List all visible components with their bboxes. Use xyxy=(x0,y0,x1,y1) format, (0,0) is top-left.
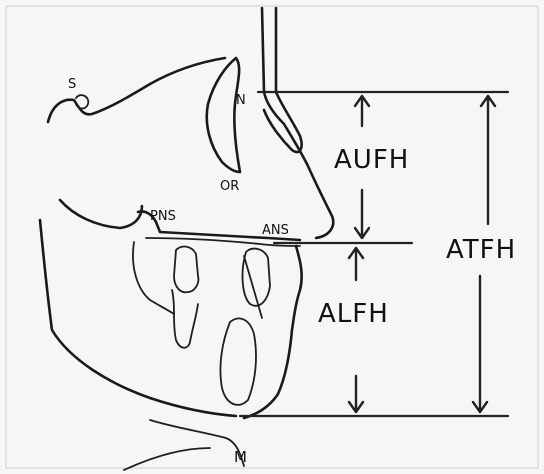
aufh-arrow-down xyxy=(355,190,369,238)
nasal-profile xyxy=(262,8,333,238)
chin-lower-soft-tissue xyxy=(150,420,244,466)
label-aufh: AUFH xyxy=(334,145,409,175)
incisor-axis xyxy=(244,256,262,318)
landmark-m: M xyxy=(234,448,247,466)
label-alfh: ALFH xyxy=(318,299,389,329)
aufh-arrow-up xyxy=(355,96,369,126)
atfh-arrow-down xyxy=(473,276,487,412)
mandible-lower-border xyxy=(40,220,236,416)
alfh-arrow-down xyxy=(349,376,363,412)
orbit-outline xyxy=(207,58,240,172)
ramus-top xyxy=(60,200,142,228)
atfh-arrow-up xyxy=(481,96,495,224)
sella-outline xyxy=(76,95,88,108)
nasal-bone-inner xyxy=(264,8,302,152)
landmark-pns: PNS xyxy=(150,209,176,224)
landmark-s: S xyxy=(68,77,76,92)
landmark-or: OR xyxy=(220,179,239,194)
neck-line xyxy=(124,448,210,470)
landmark-n: N xyxy=(236,93,246,108)
landmark-ans: ANS xyxy=(262,223,289,238)
ramus-inner xyxy=(133,242,174,314)
alfh-arrow-up xyxy=(349,248,363,280)
upper-molar xyxy=(174,247,198,293)
lower-incisor xyxy=(220,318,256,404)
lower-molar xyxy=(172,290,198,348)
label-atfh: ATFH xyxy=(446,235,516,265)
